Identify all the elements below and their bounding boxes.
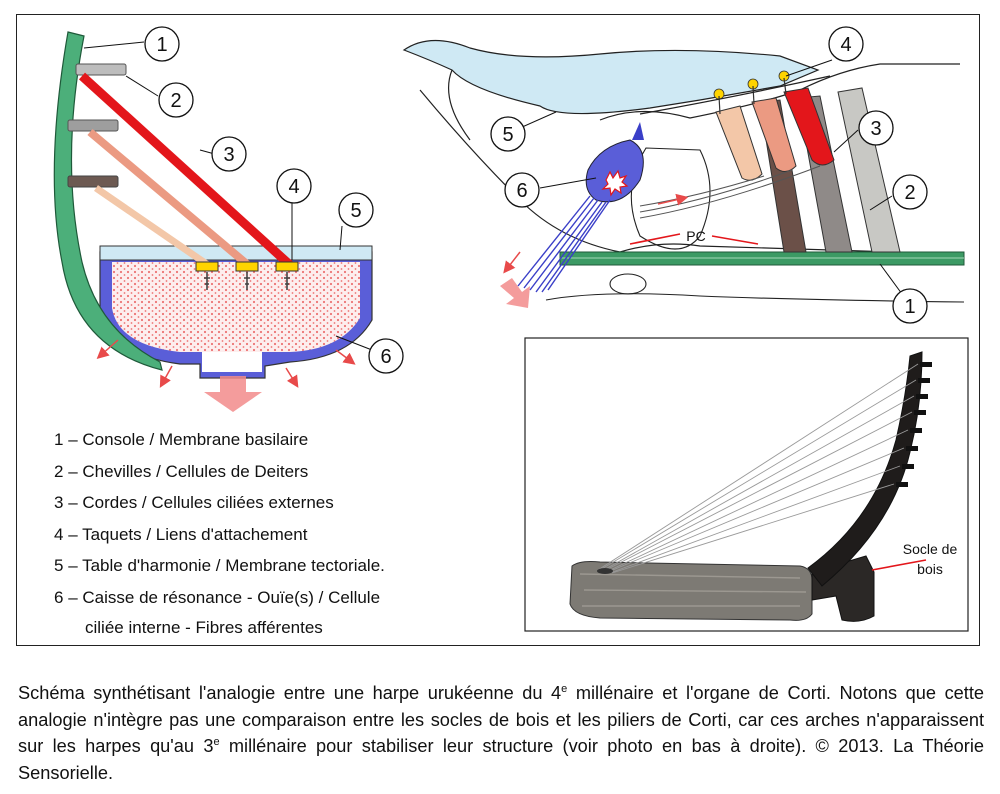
- ohc-3: [783, 87, 835, 166]
- ihc-stereocilia: [632, 122, 644, 140]
- photo-label-line1: Socle de: [903, 541, 958, 557]
- hook-2: [244, 272, 250, 290]
- svg-text:4: 4: [288, 176, 299, 198]
- ohc-1: [715, 105, 763, 181]
- callout-right-3: 3: [858, 110, 894, 146]
- pc-label: PC: [686, 228, 705, 244]
- legend: 1 – Console / Membrane basilaire 2 – Che…: [54, 424, 474, 643]
- svg-text:5: 5: [350, 200, 361, 222]
- corti-diagram: PC 1 2 3 4 5 6: [402, 26, 965, 324]
- harp-corti-figure: 1 2 3 4 5 6: [53, 26, 969, 632]
- svg-text:6: 6: [516, 180, 527, 202]
- legend-item-1: 1 – Console / Membrane basilaire: [54, 430, 309, 449]
- callout-left-3: 3: [211, 136, 247, 172]
- string-3: [94, 185, 210, 268]
- photo-label-line2: bois: [917, 561, 943, 577]
- console-neck: [53, 31, 163, 371]
- callout-right-4: 4: [828, 26, 864, 62]
- legend-item-5: 5 – Table d'harmonie / Membrane tectoria…: [54, 556, 385, 575]
- legend-item-4: 4 – Taquets / Liens d'attachement: [54, 524, 308, 544]
- svg-text:5: 5: [502, 124, 513, 146]
- harp-photo: Socle de bois: [524, 337, 969, 632]
- legend-item-3: 3 – Cordes / Cellules ciliées externes: [54, 493, 334, 512]
- tab-1: [195, 261, 219, 272]
- peg-1: [75, 63, 127, 76]
- figure-caption: Schéma synthétisant l'analogie entre une…: [18, 683, 985, 783]
- figure-frame: [16, 14, 980, 646]
- callout-right-2: 2: [892, 174, 928, 210]
- sound-arrow-2: [159, 365, 173, 388]
- callout-right-5: 5: [490, 116, 526, 152]
- callout-left-6: 6: [368, 338, 404, 374]
- callout-right-6: 6: [504, 172, 540, 208]
- svg-text:2: 2: [170, 90, 181, 112]
- peg-3: [67, 175, 119, 188]
- callout-left-2: 2: [158, 82, 194, 118]
- svg-text:6: 6: [380, 346, 391, 368]
- callout-left-4: 4: [276, 168, 312, 204]
- sound-arrow-1: [96, 339, 119, 359]
- harp-diagram: 1 2 3 4 5 6: [53, 26, 404, 412]
- harp-photo-neck: [807, 351, 923, 587]
- tab-2: [235, 261, 259, 272]
- ihc-flash: [601, 169, 629, 197]
- hook-3: [284, 272, 290, 290]
- callout-left-1: 1: [144, 26, 180, 62]
- callout-left-5: 5: [338, 192, 374, 228]
- sound-arrow-4: [335, 349, 356, 365]
- svg-text:4: 4: [840, 34, 851, 56]
- string-2: [87, 128, 251, 269]
- hook-1: [204, 272, 210, 290]
- tab-3: [275, 261, 299, 272]
- deiters-cell-1: [837, 87, 901, 253]
- svg-text:2: 2: [904, 182, 915, 204]
- svg-text:3: 3: [870, 118, 881, 140]
- svg-text:1: 1: [156, 34, 167, 56]
- afferent-fibers: [517, 195, 611, 293]
- callout-right-1: 1: [892, 288, 928, 324]
- svg-text:1: 1: [904, 296, 915, 318]
- string-1: [78, 72, 294, 269]
- big-signal-arrow: [500, 278, 530, 308]
- ohc-2: [751, 97, 797, 172]
- svg-text:3: 3: [223, 144, 234, 166]
- legend-item-2: 2 – Chevilles / Cellules de Deiters: [54, 461, 309, 481]
- inner-hair-cell: [585, 139, 644, 203]
- legend-item-6: 6 – Caisse de résonance - Ouïe(s) / Cell…: [54, 587, 381, 638]
- sound-arrow-3: [285, 367, 299, 388]
- sound-hole-1: [202, 352, 262, 372]
- big-sound-arrow: [204, 376, 262, 412]
- resonance-box-dots: [112, 262, 360, 352]
- lower-oval: [609, 273, 647, 295]
